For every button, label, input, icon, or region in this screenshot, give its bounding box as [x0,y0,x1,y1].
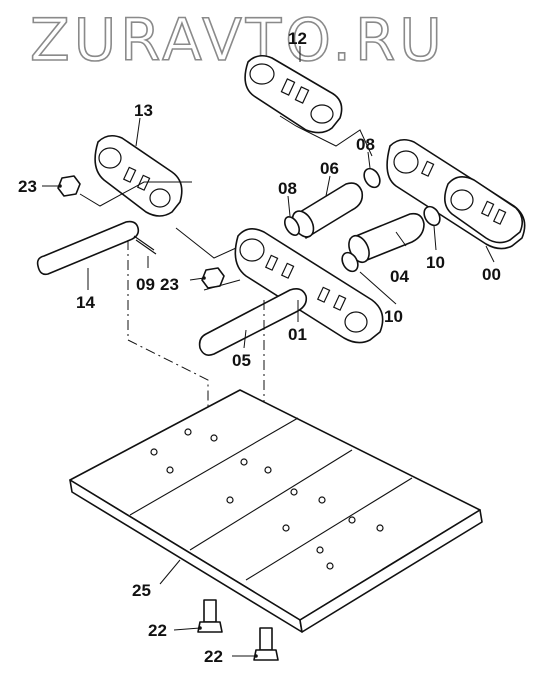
callout-08-left: 08 [278,179,297,198]
callout-10-lower: 10 [384,307,403,326]
callout-22-right: 22 [204,647,223,666]
callout-08-right: 08 [356,135,375,154]
shoe-bolt-holes [150,428,384,570]
watermark-text: ZURAVTO.RU [30,6,446,74]
track-link-01 [234,228,384,344]
seal-08-left [283,216,301,236]
bolt-22-left [197,599,223,633]
track-link-12 [244,54,343,134]
callout-25: 25 [132,581,151,600]
leader-lines [42,46,495,657]
callout-22-left: 22 [148,621,167,640]
callout-14: 14 [76,293,95,312]
track-link-13 [94,134,183,217]
callout-01: 01 [288,325,307,344]
seal-10-upper [423,205,441,227]
callout-00: 00 [482,265,501,284]
callout-12: 12 [288,29,307,48]
callout-23-upper: 23 [18,177,37,196]
callout-04: 04 [390,267,409,286]
callout-labels: 12 13 23 14 09 08 06 08 10 04 00 23 10 0… [18,29,501,666]
callout-10-upper: 10 [426,253,445,272]
nut-23-upper [57,175,81,197]
bushing-04 [348,212,425,264]
pin-14 [36,220,140,276]
callout-09: 09 [136,275,155,294]
track-shoe-25 [69,389,483,633]
pin-05 [198,288,308,356]
track-link-00 [386,138,526,250]
callout-13: 13 [134,101,153,120]
callout-23-lower: 23 [160,275,179,294]
callout-06: 06 [320,159,339,178]
leader-arrowheads [58,184,258,658]
seal-08-right [363,167,381,189]
seal-10-lower [341,251,359,273]
callout-05: 05 [232,351,251,370]
cotter-pin-09 [133,235,157,255]
